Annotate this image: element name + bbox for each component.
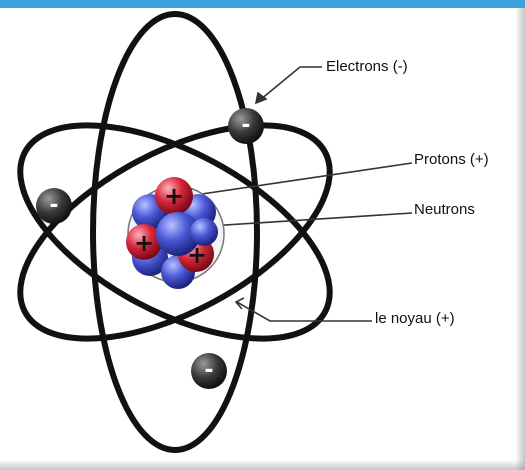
nucleus: + + + [126,177,225,289]
frame-shadow-right [515,8,525,470]
neutron [190,218,218,246]
proton-sign: + [187,241,207,269]
label-neutrons: Neutrons [414,201,475,218]
pointer-electrons [259,66,322,101]
electron-sign: - [241,113,250,138]
electron-sign: - [49,193,58,218]
pointer-neutrons [209,212,413,227]
orbit-tilted-up [17,122,333,342]
electron-sign: - [204,358,213,383]
proton [155,177,193,215]
orbit-vertical [90,11,260,453]
header-bar [0,0,525,8]
label-protons: Protons (+) [414,151,489,168]
electrons: - - - [36,108,264,389]
proton [126,224,162,260]
frame-shadow-bottom [0,460,525,470]
pointer-nucleus-arrowhead [234,297,245,310]
electron [228,108,264,144]
pointer-lines [187,66,413,322]
pointer-nucleus [236,301,372,322]
pointer-protons [187,162,413,197]
label-nucleus: le noyau (+) [375,310,455,327]
orbit-tilted-down [17,122,333,342]
pointer-electrons-arrowhead [254,91,268,105]
electron [191,353,227,389]
neutron [156,212,200,256]
label-electrons: Electrons (-) [326,58,408,75]
proton-sign: + [134,229,154,257]
proton-sign: + [164,182,184,210]
orbits [17,11,333,453]
electron [36,188,72,224]
